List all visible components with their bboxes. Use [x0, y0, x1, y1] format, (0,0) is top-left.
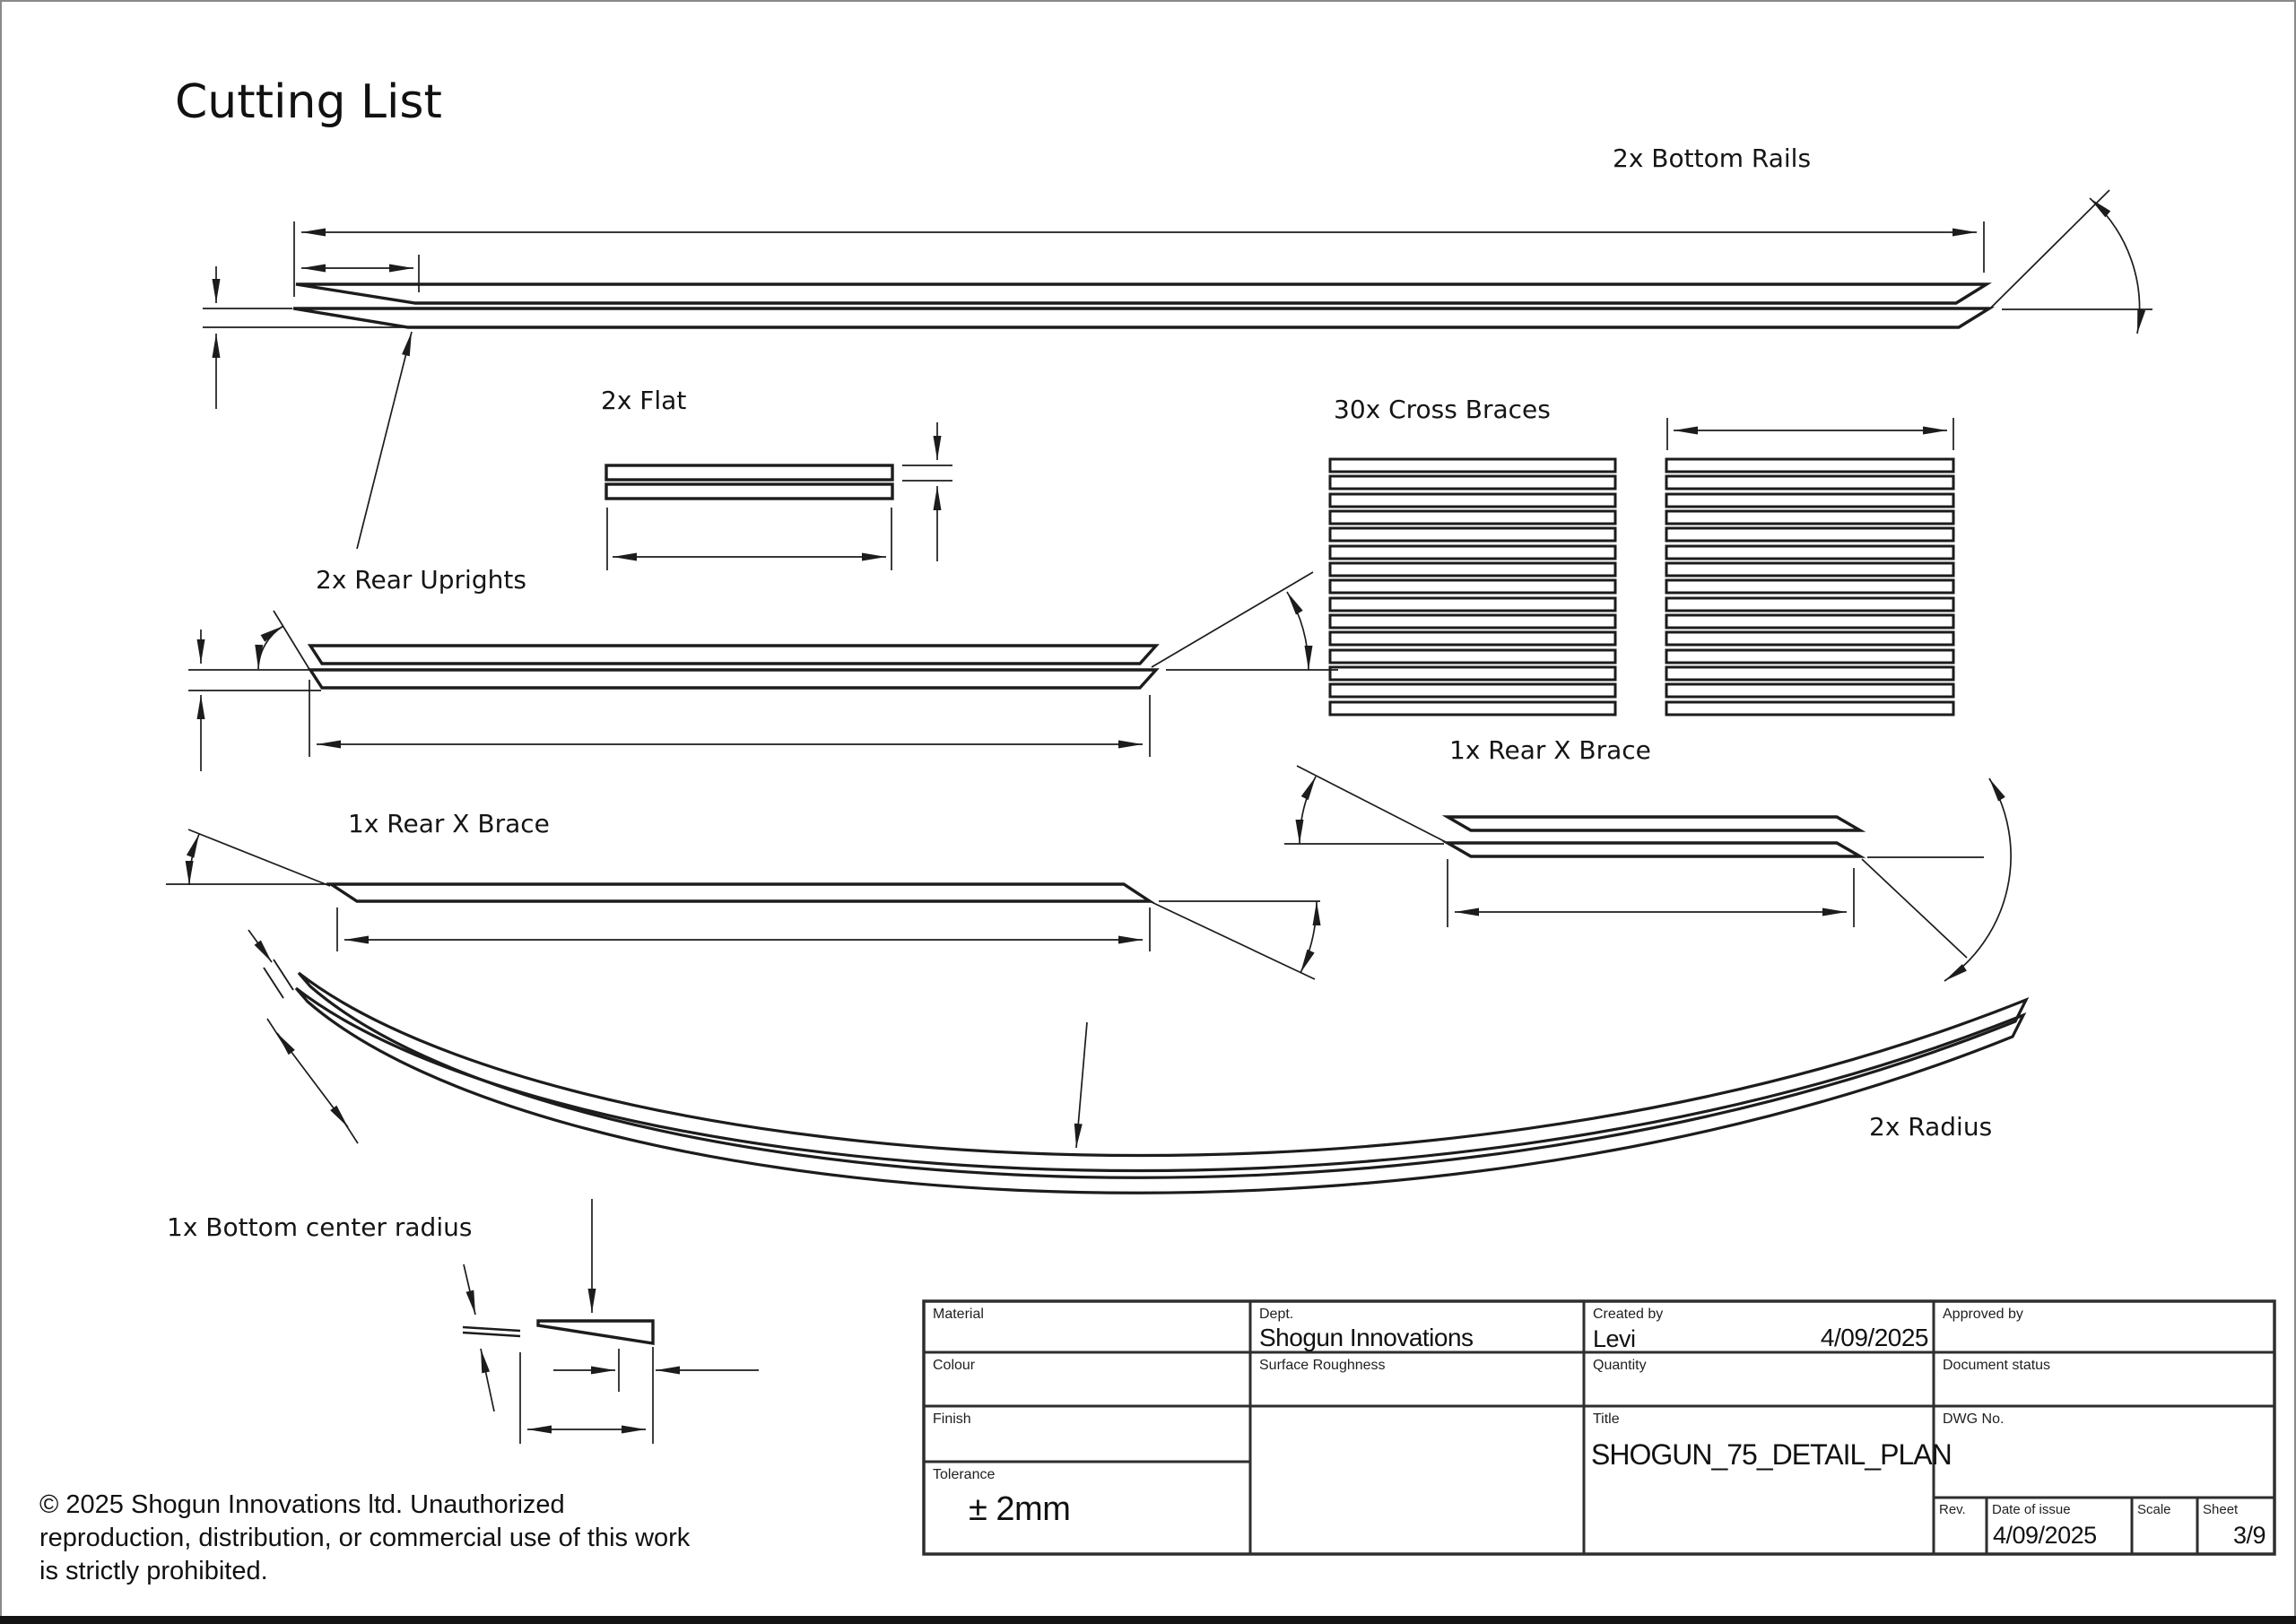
- date-of-issue-value: 4/09/2025: [1993, 1522, 2097, 1549]
- document-status-label: Document status: [1943, 1358, 2051, 1373]
- bottom-center-radius-drawing: [462, 1199, 759, 1444]
- label-rear-x-brace-right: 1x Rear X Brace: [1449, 735, 1651, 765]
- label-flat: 2x Flat: [601, 386, 687, 415]
- created-by-label: Created by: [1593, 1307, 1664, 1322]
- title-label: Title: [1593, 1411, 1620, 1427]
- tolerance-label: Tolerance: [933, 1467, 996, 1482]
- radius-drawing: [248, 929, 2028, 1194]
- label-bottom-center-radius: 1x Bottom center radius: [167, 1212, 473, 1242]
- approved-by-label: Approved by: [1943, 1307, 2023, 1322]
- scale-label: Scale: [2137, 1502, 2171, 1517]
- dept-label: Dept.: [1259, 1307, 1294, 1322]
- surface-roughness-label: Surface Roughness: [1259, 1358, 1386, 1373]
- label-radius: 2x Radius: [1869, 1112, 1993, 1142]
- copyright-line-2: reproduction, distribution, or commercia…: [39, 1524, 691, 1552]
- copyright-notice: © 2025 Shogun Innovations ltd. Unauthori…: [39, 1489, 690, 1588]
- bottom-rails-drawing: [203, 189, 2152, 550]
- label-rear-uprights: 2x Rear Uprights: [316, 565, 526, 595]
- created-by-date: 4/09/2025: [1820, 1324, 1929, 1351]
- title-block-grid: [922, 1299, 2276, 1556]
- material-label: Material: [933, 1307, 984, 1322]
- rev-label: Rev.: [1939, 1502, 1966, 1517]
- dept-value: Shogun Innovations: [1259, 1324, 1474, 1351]
- label-cross-braces: 30x Cross Braces: [1334, 395, 1551, 424]
- date-of-issue-label: Date of issue: [1992, 1502, 2071, 1517]
- copyright-line-1: © 2025 Shogun Innovations ltd. Unauthori…: [39, 1490, 565, 1519]
- dwg-no-label: DWG No.: [1943, 1411, 2005, 1427]
- sheet-label: Sheet: [2203, 1502, 2239, 1517]
- cross-braces-right-column: [1665, 457, 1955, 716]
- finish-label: Finish: [933, 1411, 971, 1427]
- title-value: SHOGUN_75_DETAIL_PLAN: [1591, 1438, 1952, 1471]
- rear-x-brace-left-drawing: [166, 829, 1321, 980]
- copyright-line-3: is strictly prohibited.: [39, 1557, 268, 1585]
- rear-x-brace-right-drawing: [1284, 765, 2012, 982]
- cross-braces-drawing: [1328, 418, 1955, 716]
- rear-uprights-drawing: [188, 571, 1338, 771]
- label-bottom-rails: 2x Bottom Rails: [1613, 143, 1812, 173]
- flat-drawing: [604, 422, 952, 570]
- tolerance-value: ± 2mm: [969, 1490, 1071, 1528]
- cross-braces-left-column: [1328, 457, 1617, 716]
- page-title: Cutting List: [175, 75, 442, 129]
- sheet-value: 3/9: [2232, 1522, 2266, 1549]
- label-rear-x-brace-left: 1x Rear X Brace: [348, 809, 550, 838]
- colour-label: Colour: [933, 1358, 976, 1373]
- quantity-label: Quantity: [1593, 1358, 1647, 1373]
- created-by-value: Levi: [1593, 1325, 1636, 1352]
- page-bottom-edge: [0, 1616, 2296, 1624]
